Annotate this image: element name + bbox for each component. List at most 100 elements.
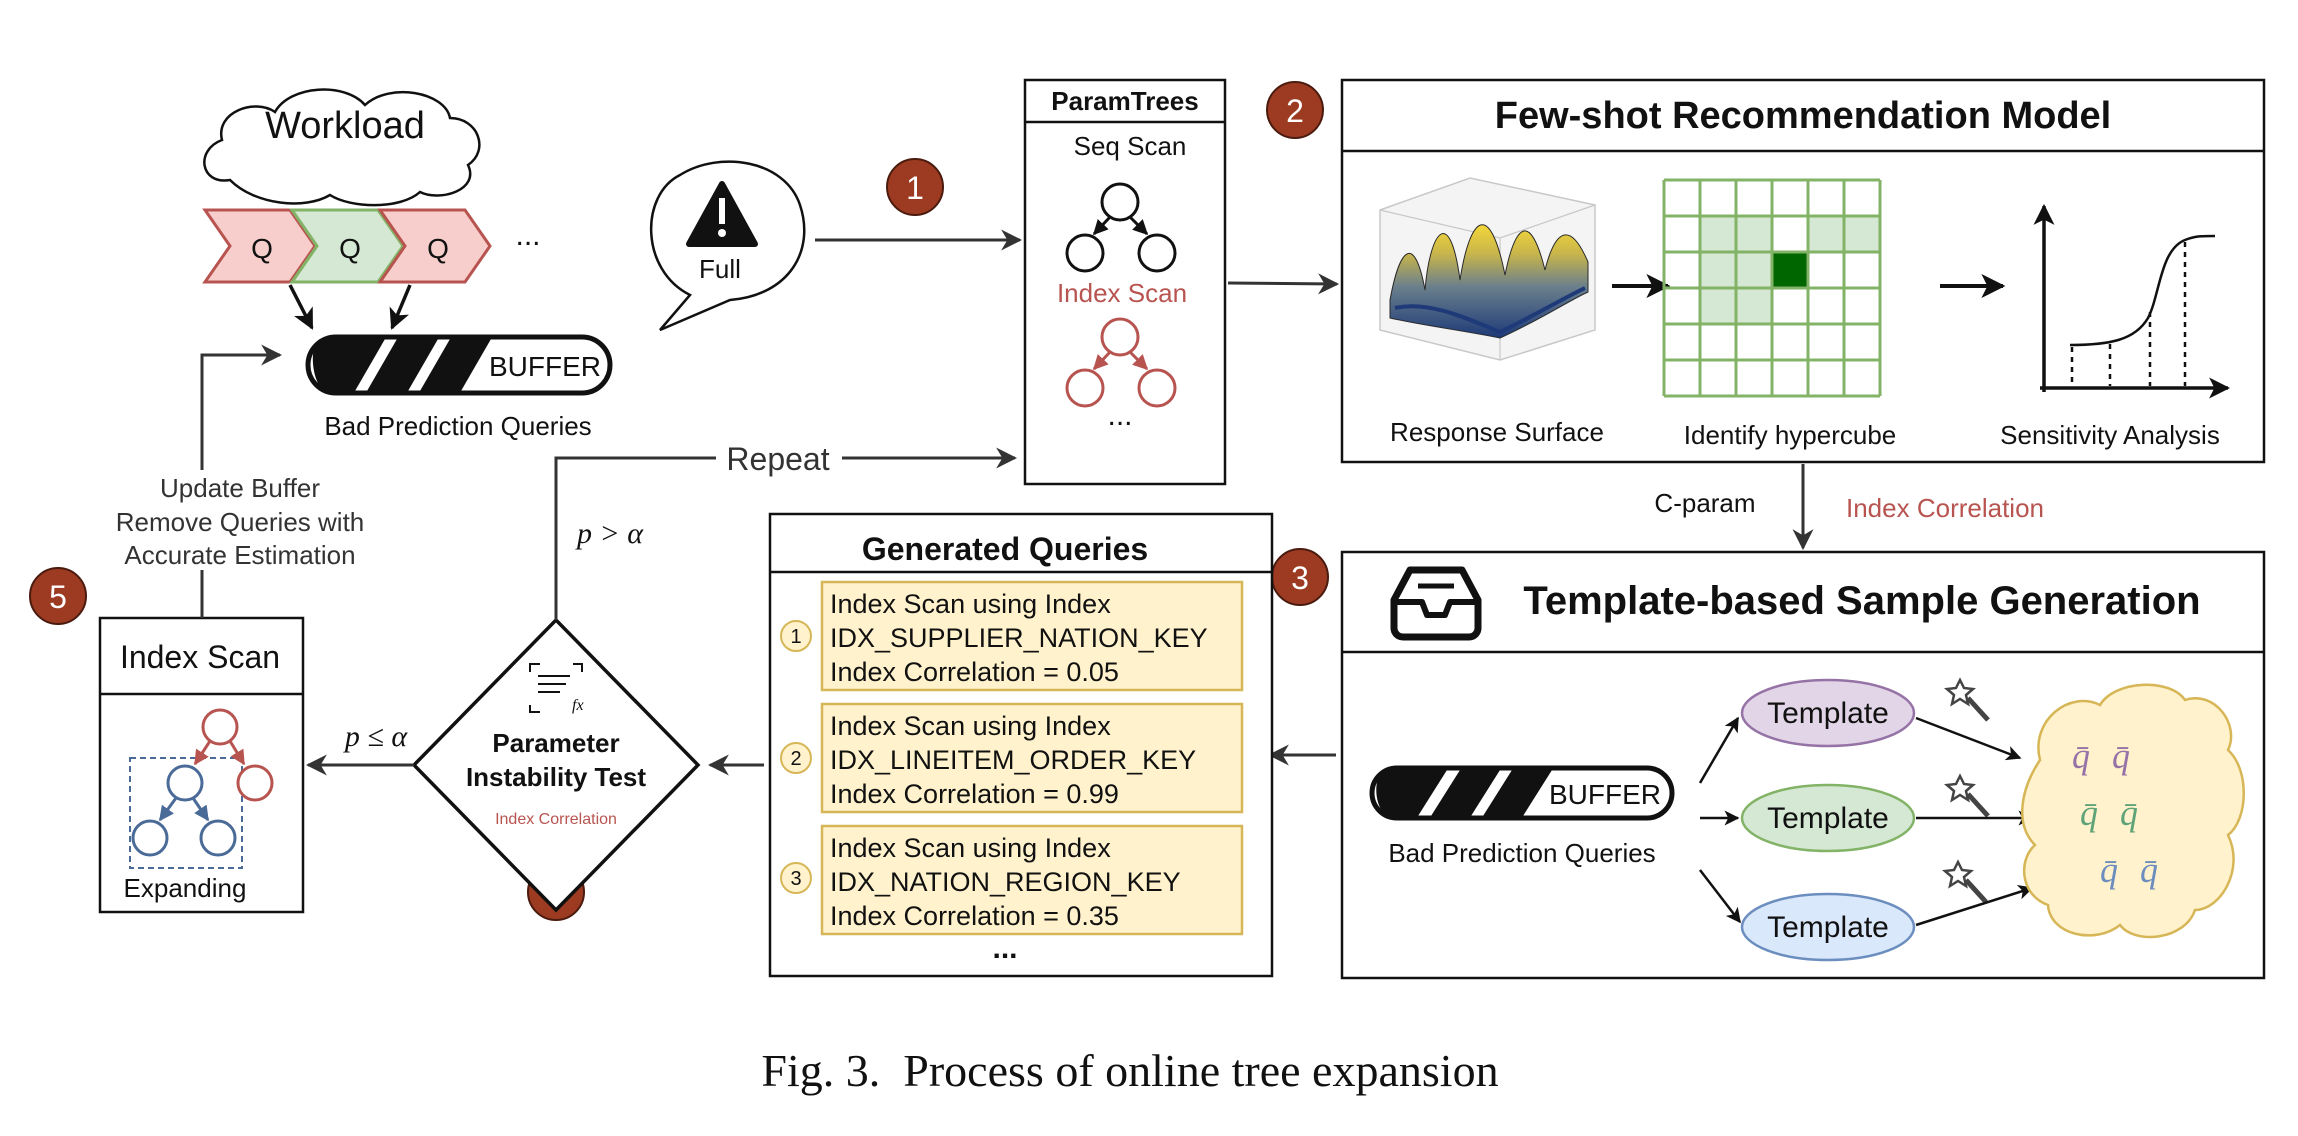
update-line-2: Remove Queries with xyxy=(116,507,365,537)
expand-caption: Expanding xyxy=(124,873,247,903)
hypercube-grid xyxy=(1662,178,1882,398)
index-scan-label: Index Scan xyxy=(1057,278,1187,308)
query-line: Index Scan using Index xyxy=(830,711,1111,741)
query-chevron-1: Q xyxy=(202,208,317,284)
sensitivity-label: Sensitivity Analysis xyxy=(2000,420,2220,450)
template-green: Template xyxy=(1740,783,1916,853)
template-title: Template-based Sample Generation xyxy=(1523,579,2200,623)
buffer-caption: Bad Prediction Queries xyxy=(324,411,591,441)
query-to-buffer-arrow xyxy=(389,284,412,330)
generated-queries-panel: Generated Queries 1 Index Scan using Ind… xyxy=(768,512,1274,978)
repeat-arrow xyxy=(554,447,1018,620)
query-number: 1 xyxy=(790,626,801,648)
paramtrees-panel: ParamTrees Seq Scan Index Scan ... xyxy=(1023,78,1227,486)
step-number: 5 xyxy=(49,579,67,615)
query-line: IDX_NATION_REGION_KEY xyxy=(830,867,1181,897)
query-to-buffer-arrow xyxy=(288,284,314,330)
index-scan-tree xyxy=(1065,317,1177,408)
magic-wand-icon xyxy=(1944,677,1990,722)
seq-scan-tree xyxy=(1065,182,1177,273)
template-label: Template xyxy=(1767,911,1889,944)
buffer-caption: Bad Prediction Queries xyxy=(1388,838,1655,868)
warning-icon xyxy=(686,181,758,247)
query-line: Index Scan using Index xyxy=(830,833,1111,863)
test-subtitle: Index Correlation xyxy=(495,811,617,828)
repeat-label: Repeat xyxy=(726,441,829,477)
update-line-1: Update Buffer xyxy=(160,473,320,503)
generated-query-1: 1 Index Scan using Index IDX_SUPPLIER_NA… xyxy=(780,580,1244,692)
test-title-line1: Parameter xyxy=(492,728,619,758)
index-scan-expanding-panel: Index Scan Expanding xyxy=(98,616,305,914)
template-label: Template xyxy=(1767,697,1889,730)
generated-title: Generated Queries xyxy=(862,531,1148,567)
update-line-3: Accurate Estimation xyxy=(124,540,355,570)
query-line: Index Scan using Index xyxy=(830,589,1111,619)
template-purple: Template xyxy=(1740,678,1916,748)
workload-label: Workload xyxy=(265,105,425,147)
query-line: IDX_SUPPLIER_NATION_KEY xyxy=(830,623,1208,653)
step-number: 3 xyxy=(1291,560,1309,596)
query-chevron-3: Q xyxy=(377,208,492,284)
paramtrees-title: ParamTrees xyxy=(1051,86,1198,116)
query-label: Q xyxy=(427,233,449,264)
q-sample: q̄ xyxy=(2140,850,2158,890)
repeat-condition: p > α xyxy=(575,517,644,550)
expansion-region xyxy=(129,757,243,869)
step-number: 1 xyxy=(906,170,924,206)
step-badge-1: 1 xyxy=(886,158,944,216)
template-label: Template xyxy=(1767,802,1889,835)
buffer-bottom: BUFFER xyxy=(1369,765,1675,821)
step-badge-2: 2 xyxy=(1266,81,1324,139)
paramtrees-more: ... xyxy=(1107,399,1132,432)
magic-wand-icon xyxy=(1944,773,1990,818)
response-surface-label: Response Surface xyxy=(1390,417,1604,447)
model-title: Few-shot Recommendation Model xyxy=(1495,95,2111,137)
expand-condition: p ≤ α xyxy=(343,720,408,753)
step-badge-5: 5 xyxy=(29,567,87,625)
full-label: Full xyxy=(699,254,741,284)
expand-title: Index Scan xyxy=(120,639,280,675)
test-title-line2: Instability Test xyxy=(466,762,646,792)
buffer-label: BUFFER xyxy=(489,351,601,382)
query-label: Q xyxy=(339,233,361,264)
query-chevron-2: Q xyxy=(289,208,405,284)
q-sample: q̄ xyxy=(2100,850,2118,890)
template-blue: Template xyxy=(1740,892,1916,962)
full-bubble: Full xyxy=(650,160,806,332)
query-number: 3 xyxy=(790,868,801,890)
query-label: Q xyxy=(251,233,273,264)
magic-wand-icon xyxy=(1942,859,1988,904)
workload-more: ... xyxy=(515,219,540,252)
query-line: Index Correlation = 0.99 xyxy=(830,779,1119,809)
generated-more: ... xyxy=(992,932,1017,965)
index-correlation-label: Index Correlation xyxy=(1846,493,2044,523)
seq-scan-label: Seq Scan xyxy=(1074,131,1187,161)
step-badge-3: 3 xyxy=(1271,548,1329,606)
step-number: 2 xyxy=(1286,93,1304,129)
query-number: 2 xyxy=(790,748,801,770)
q-sample: q̄ xyxy=(2112,736,2130,776)
generated-samples-cloud: q̄ q̄ q̄ q̄ q̄ q̄ xyxy=(2021,683,2245,939)
generated-query-2: 2 Index Scan using Index IDX_LINEITEM_OR… xyxy=(780,702,1244,814)
paramtrees-to-model-arrow xyxy=(1227,273,1340,295)
q-sample: q̄ xyxy=(2080,793,2098,833)
template-panel: Template-based Sample Generation BUFFER … xyxy=(1340,550,2266,980)
figure-caption: Fig. 3. Process of online tree expansion xyxy=(761,1045,1498,1096)
instability-test-diamond: fx Parameter Instability Test Index Corr… xyxy=(411,617,701,913)
generated-query-3: 3 Index Scan using Index IDX_NATION_REGI… xyxy=(780,824,1244,936)
q-sample: q̄ xyxy=(2120,793,2138,833)
query-line: Index Correlation = 0.05 xyxy=(830,657,1119,687)
sensitivity-plot xyxy=(2033,203,2231,399)
model-panel: Few-shot Recommendation Model Response S… xyxy=(1340,78,2266,464)
hypercube-label: Identify hypercube xyxy=(1684,420,1896,450)
response-surface-plot xyxy=(1379,177,1596,361)
buffer-top: BUFFER xyxy=(305,334,613,396)
formula-icon xyxy=(529,663,583,713)
query-line: IDX_LINEITEM_ORDER_KEY xyxy=(830,745,1196,775)
workload-cloud: Workload xyxy=(203,88,481,207)
cparam-label: C-param xyxy=(1654,488,1755,518)
inbox-icon xyxy=(1390,566,1482,641)
q-sample: q̄ xyxy=(2072,736,2090,776)
fx-label: fx xyxy=(572,697,584,714)
